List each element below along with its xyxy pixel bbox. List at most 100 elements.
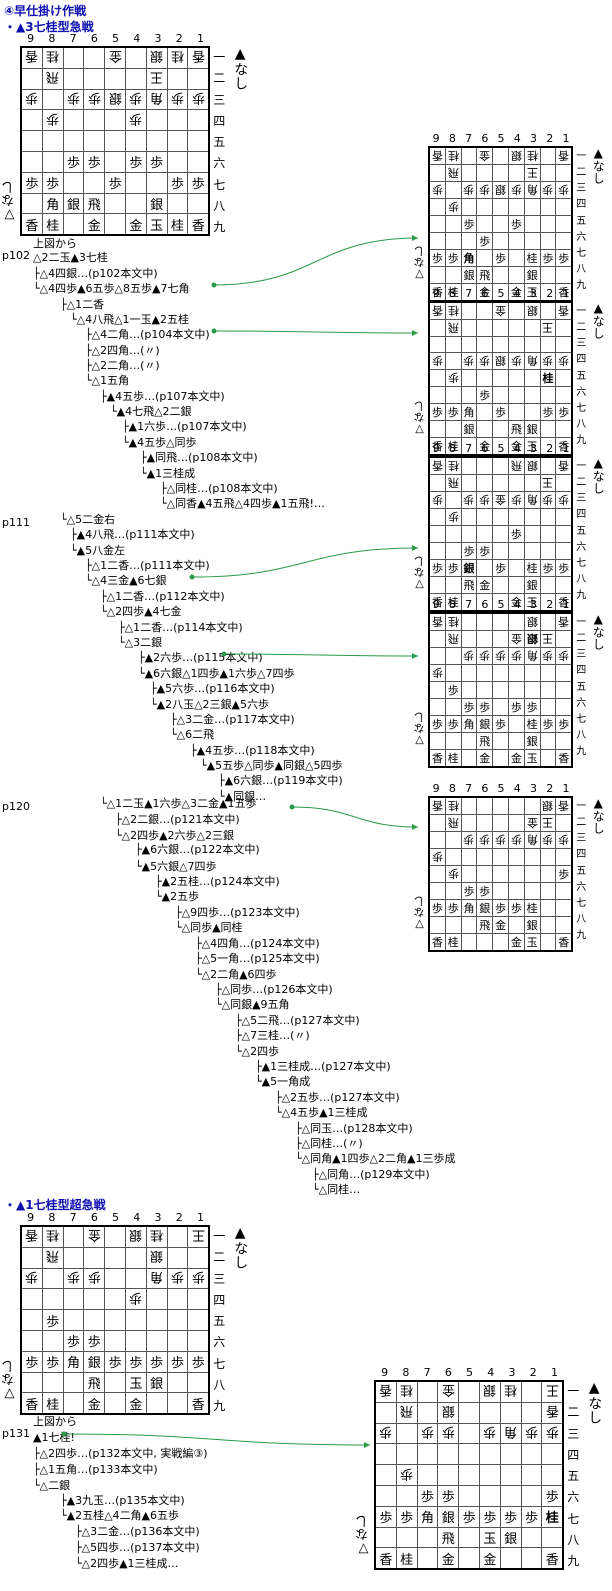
board-6: 香桂銀香飛金王歩歩歩歩角歩歩歩歩歩歩歩歩歩角銀歩歩桂飛金銀香桂金玉香 xyxy=(428,796,574,952)
connector-line xyxy=(191,547,419,578)
board-square: 香 xyxy=(555,593,573,612)
row-number: 四 xyxy=(576,849,587,861)
board-5: 香桂銀香飛金銀王歩歩歩歩角歩歩歩歩歩歩歩歩歩歩角銀歩桂歩歩飛銀香桂金金玉香 xyxy=(428,612,574,768)
piece: 玉 xyxy=(526,936,538,949)
piece: 金 xyxy=(510,286,522,299)
board-2: 香桂金銀桂香飛王歩歩歩銀歩角歩歩歩歩歩歩歩歩角歩桂歩歩銀飛銀香桂金金玉香 xyxy=(428,146,574,302)
row-number: 二 xyxy=(576,321,587,333)
sente-hand-label: ▲なし xyxy=(591,301,606,339)
piece: 歩 xyxy=(463,218,475,231)
column-number: 4 xyxy=(513,132,521,145)
row-number: 一 xyxy=(567,1384,580,1399)
move-line: ├△7三桂…(〃) xyxy=(235,1029,310,1042)
piece: 歩 xyxy=(170,1356,184,1372)
row-number: 一 xyxy=(576,305,587,317)
board-square: 銀 xyxy=(523,732,541,750)
board-square: 歩 xyxy=(20,1350,43,1373)
piece: 歩 xyxy=(479,545,491,558)
row-number: 五 xyxy=(213,135,226,150)
board-square: 銀 xyxy=(62,192,85,215)
piece: 歩 xyxy=(558,405,570,419)
row-number: 九 xyxy=(576,280,587,292)
piece: 歩 xyxy=(431,252,443,265)
move-line: ├△1二香…(p114本文中) xyxy=(118,621,243,634)
move-line: ├△3二金…(p117本文中) xyxy=(170,713,295,726)
column-number: 8 xyxy=(48,32,56,45)
board-square: 歩 xyxy=(166,171,189,194)
piece: 角 xyxy=(463,405,475,419)
piece: 歩 xyxy=(170,177,184,193)
sente-hand-label: ▲なし xyxy=(586,1380,603,1424)
connector-line xyxy=(223,653,419,657)
piece: 歩 xyxy=(150,1356,164,1372)
move-line: └▲5五歩△同歩▲同銀△5四歩 xyxy=(200,759,343,772)
column-number: 9 xyxy=(432,132,440,145)
board-square: 香 xyxy=(187,1392,210,1415)
piece: 歩 xyxy=(495,902,507,915)
column-number: 6 xyxy=(481,287,489,300)
move-line: ├▲4五歩…(p118本文中) xyxy=(190,744,315,757)
piece: 香 xyxy=(545,1552,559,1568)
move-line: └△同桂… xyxy=(312,1183,361,1196)
column-number: 4 xyxy=(513,598,521,611)
piece: 金 xyxy=(495,919,507,932)
board-grid: 香桂銀香飛金銀王歩歩歩歩角歩歩歩歩歩歩歩歩歩歩角銀歩桂歩歩飛銀香桂金金玉香 xyxy=(428,612,574,768)
column-number: 2 xyxy=(546,598,554,611)
connector-dot xyxy=(61,1431,67,1437)
column-number: 9 xyxy=(432,442,440,455)
piece: 飛 xyxy=(510,422,522,436)
piece: 桂 xyxy=(526,562,538,575)
row-number: 七 xyxy=(576,558,587,570)
move-line: ├△4四銀…(p102本文中) xyxy=(33,267,158,280)
column-number: 8 xyxy=(402,1366,410,1379)
board-square: 玉 xyxy=(124,1371,147,1394)
column-number: 7 xyxy=(465,598,473,611)
piece: 歩 xyxy=(400,1511,414,1527)
sente-hand-label: ▲なし xyxy=(591,456,606,494)
column-number: 8 xyxy=(448,132,456,145)
piece: 歩 xyxy=(108,1356,122,1372)
row-number: 八 xyxy=(567,1532,580,1547)
row-number: 九 xyxy=(576,930,587,942)
board-square: 歩 xyxy=(416,1484,439,1507)
board-square: 香 xyxy=(555,283,573,302)
column-number: 9 xyxy=(27,32,35,45)
column-number: 2 xyxy=(175,1211,183,1224)
piece: 香 xyxy=(431,596,443,609)
column-number: 6 xyxy=(90,32,98,45)
row-number: 八 xyxy=(576,419,587,431)
piece: 銀 xyxy=(504,1531,518,1547)
piece: 歩 xyxy=(545,1490,559,1506)
column-number: 8 xyxy=(448,598,456,611)
column-number: 5 xyxy=(497,782,505,795)
row-number: 八 xyxy=(576,264,587,276)
piece: 歩 xyxy=(463,701,475,714)
column-number: 9 xyxy=(381,1366,389,1379)
board-8: 香桂金銀桂王飛銀香歩歩歩歩角歩歩歩歩歩歩歩歩角銀歩歩歩歩桂飛玉銀香桂金金香 xyxy=(374,1380,565,1571)
move-line: └▲4五歩△同歩 xyxy=(122,436,197,449)
row-number: 七 xyxy=(567,1511,580,1526)
piece: 金 xyxy=(510,439,522,453)
move-line: └△同銀▲9五角 xyxy=(215,998,290,1011)
piece: 銀 xyxy=(463,422,475,436)
piece: 歩 xyxy=(558,868,570,881)
piece: 歩 xyxy=(379,1511,393,1527)
row-labels: 一二三四五六七八九 xyxy=(213,1225,225,1416)
connector-arrow xyxy=(412,824,418,830)
piece: 金 xyxy=(510,596,522,609)
piece: 桂 xyxy=(526,902,538,915)
connector-arrow xyxy=(412,235,418,241)
column-number: 1 xyxy=(196,32,204,45)
piece: 歩 xyxy=(150,156,164,172)
row-number: 三 xyxy=(576,649,587,661)
move-line: └△同角▲1四歩△2二角▲1三歩成 xyxy=(295,1152,456,1165)
row-number: 六 xyxy=(576,231,587,243)
board-square: 香 xyxy=(541,1547,564,1570)
move-line: └▲6六銀△1四歩▲1六歩△7四歩 xyxy=(138,667,295,680)
board-square: 桂 xyxy=(41,1392,64,1415)
piece: 銀 xyxy=(526,919,538,932)
move-line: └▲1三桂成 xyxy=(140,467,196,480)
piece: 金 xyxy=(87,1397,101,1413)
piece: 歩 xyxy=(447,252,459,265)
